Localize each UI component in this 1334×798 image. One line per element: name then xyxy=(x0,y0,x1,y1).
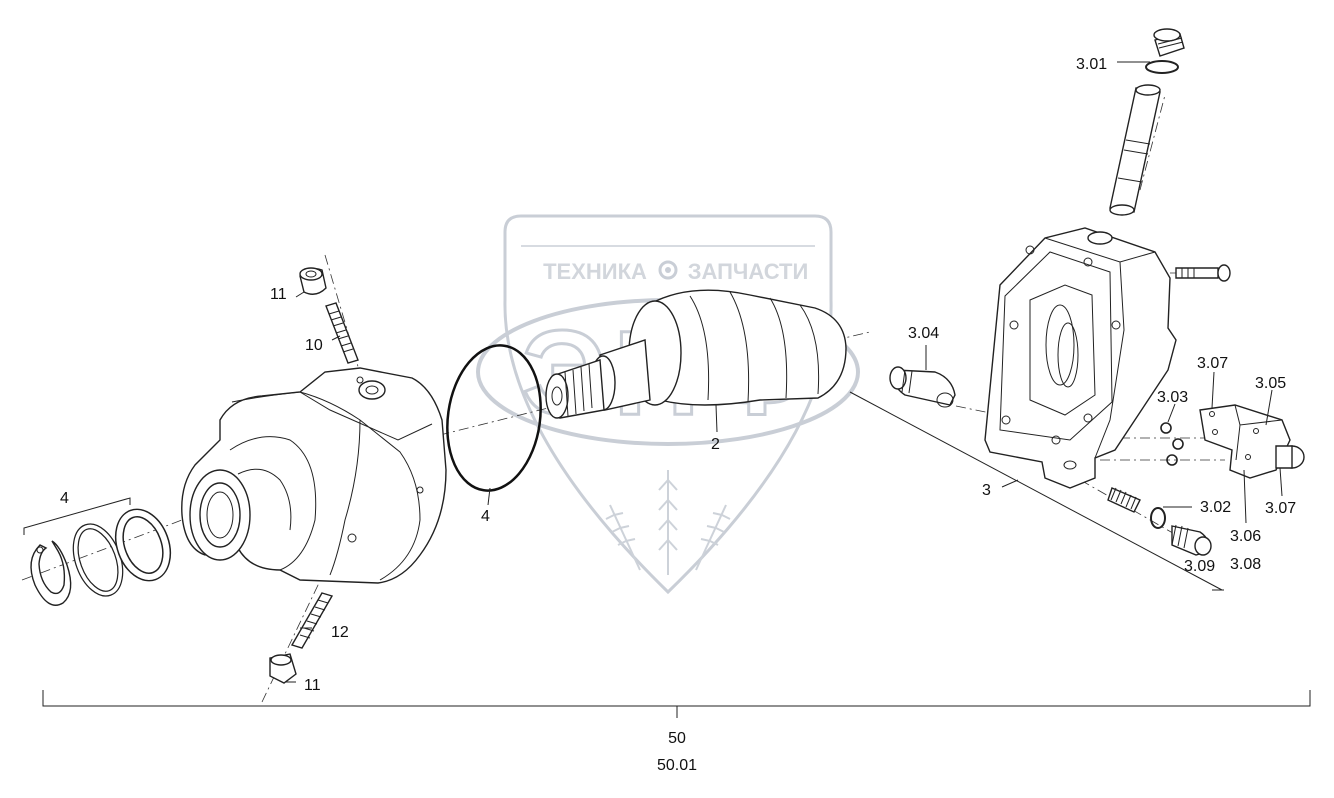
label-3-06: 3.06 xyxy=(1230,528,1261,545)
label-3-07-bottom: 3.07 xyxy=(1265,500,1296,517)
flange-nut-bottom xyxy=(269,653,297,684)
label-11-top: 11 xyxy=(270,286,287,303)
label-3-05: 3.05 xyxy=(1255,375,1286,392)
label-2: 2 xyxy=(711,436,720,453)
drive-shaft xyxy=(545,289,847,419)
label-3-02: 3.02 xyxy=(1200,499,1231,516)
plug-3-09 xyxy=(1171,524,1212,556)
check-valve-3-04 xyxy=(889,366,956,408)
label-11-bottom: 11 xyxy=(304,677,321,694)
label-4-o-ring: 4 xyxy=(481,508,490,525)
o-ring xyxy=(446,344,542,492)
label-10: 10 xyxy=(305,337,323,354)
o-ring-3-02 xyxy=(1150,507,1166,529)
watermark: ТЕХНИКА ЗАПЧАСТИ ЭПФ xyxy=(476,214,860,595)
stud-bolt-bottom xyxy=(290,592,334,649)
label-12: 12 xyxy=(331,624,349,641)
label-assembly-50-01: 50.01 xyxy=(657,757,697,774)
leader-lines xyxy=(286,61,1283,683)
assembly-bracket xyxy=(42,690,1311,718)
spool-pin xyxy=(1109,84,1161,216)
label-3-08: 3.08 xyxy=(1230,556,1261,573)
small-o-rings-3-03 xyxy=(1160,422,1184,466)
label-3-03: 3.03 xyxy=(1157,389,1188,406)
motor-housing xyxy=(181,367,447,584)
label-3-04: 3.04 xyxy=(908,325,939,342)
flange-nut-top xyxy=(299,267,327,295)
label-3: 3 xyxy=(982,482,991,499)
watermark-brand-left: ТЕХНИКА xyxy=(543,259,647,284)
cap-screw xyxy=(1175,264,1231,282)
watermark-brand-right: ЗАПЧАСТИ xyxy=(688,259,809,284)
gear-icon xyxy=(658,260,678,280)
valve-cover xyxy=(984,227,1177,489)
label-3-09: 3.09 xyxy=(1184,558,1215,575)
label-3-07-top: 3.07 xyxy=(1197,355,1228,372)
retaining-ring-set xyxy=(23,497,172,606)
wheat-icon xyxy=(605,470,731,575)
spring-3-02 xyxy=(1107,487,1141,513)
stud-bolt-top xyxy=(325,302,359,364)
label-3-01: 3.01 xyxy=(1076,56,1107,73)
label-assembly-50: 50 xyxy=(668,730,686,747)
o-ring-3-01 xyxy=(1145,60,1179,74)
label-4-ring-set: 4 xyxy=(60,490,69,507)
relief-valve-block xyxy=(1199,404,1305,479)
plug-3-01 xyxy=(1153,28,1185,57)
circlip xyxy=(30,540,72,606)
